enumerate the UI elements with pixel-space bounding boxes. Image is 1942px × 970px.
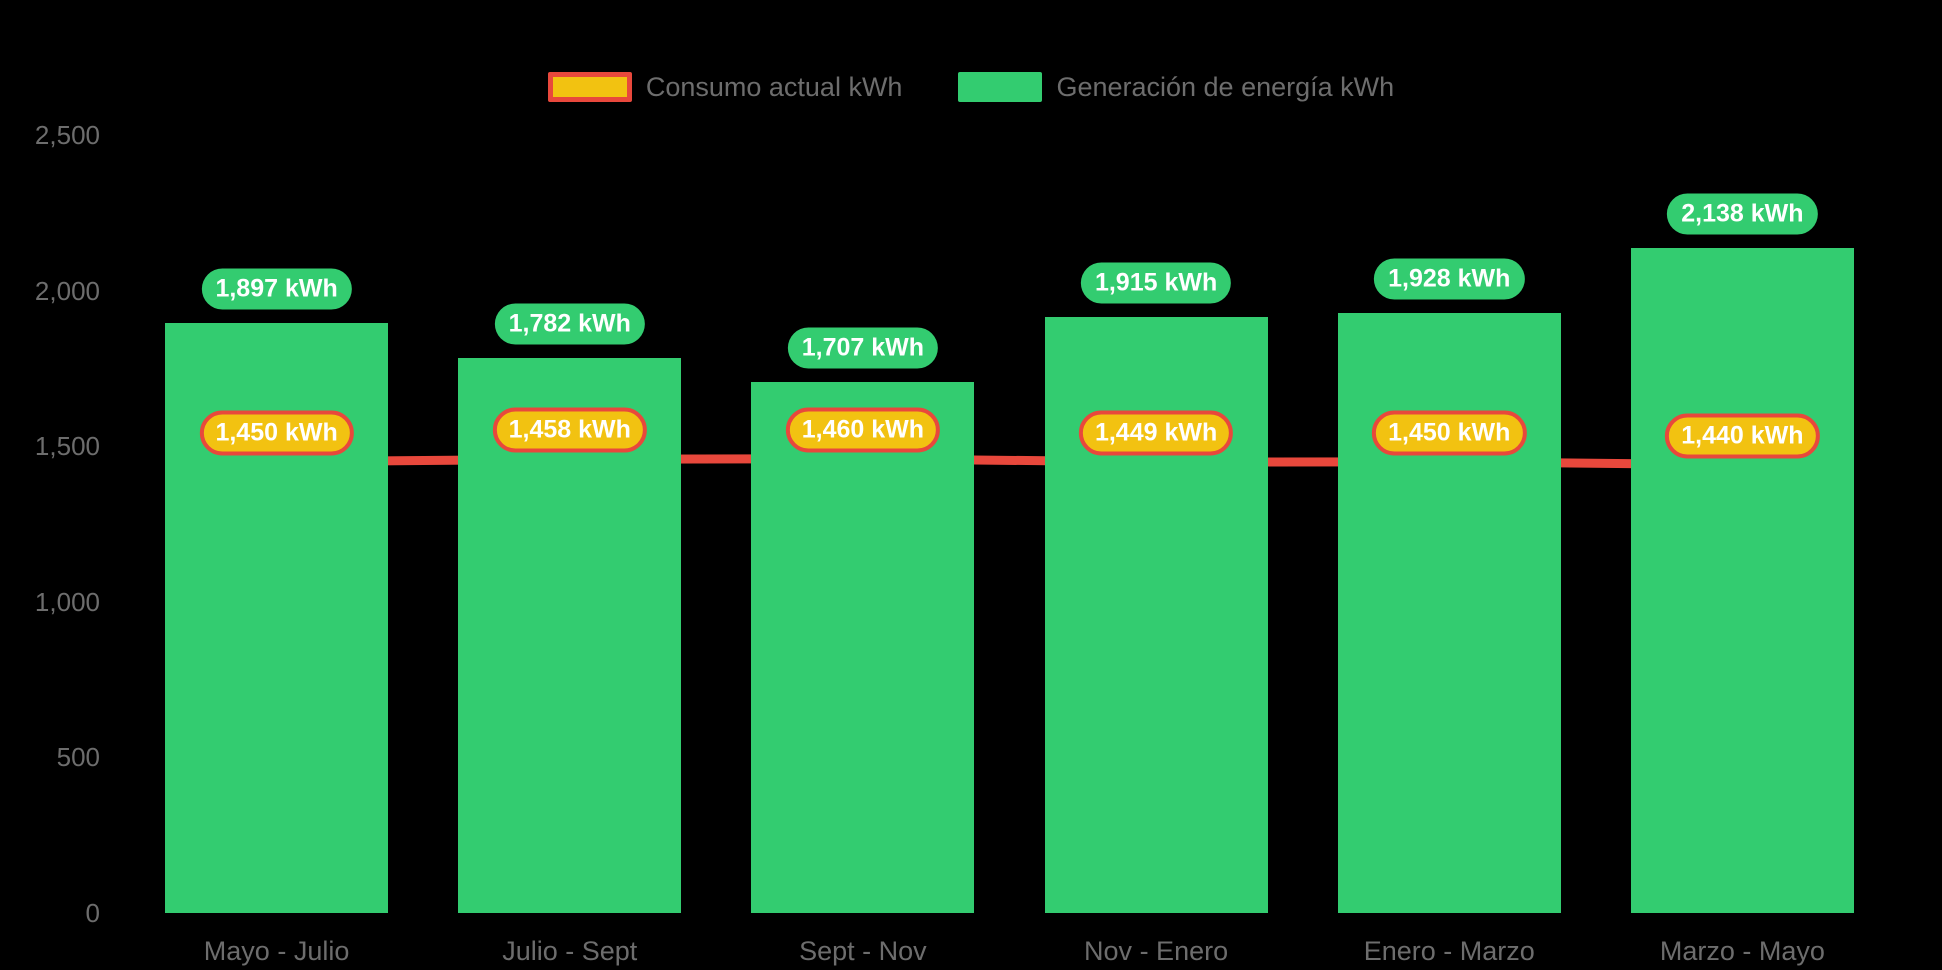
generacion-swatch-icon <box>958 72 1043 102</box>
x-axis-tick-label: Julio - Sept <box>502 936 638 966</box>
generacion-value-label: 1,928 kWh <box>1374 258 1525 300</box>
x-axis-tick-label: Enero - Marzo <box>1363 936 1535 966</box>
consumo-value-label: 1,450 kWh <box>1372 410 1527 456</box>
legend-item-generacion[interactable]: Generación de energía kWh <box>958 72 1394 102</box>
generacion-value-label: 2,138 kWh <box>1667 193 1818 235</box>
consumo-value-label: 1,449 kWh <box>1078 410 1234 456</box>
bar-generacion[interactable] <box>751 381 975 913</box>
bar-generacion[interactable] <box>1630 247 1854 913</box>
legend-label-consumo: Consumo actual kWh <box>645 72 903 102</box>
y-axis-tick-label: 1,500 <box>34 431 100 462</box>
generacion-value-label: 1,915 kWh <box>1080 262 1232 304</box>
y-axis-tick-label: 2,000 <box>34 275 100 306</box>
y-axis-tick-label: 1,000 <box>34 586 100 617</box>
bar-generacion[interactable] <box>1044 317 1268 913</box>
legend-item-consumo[interactable]: Consumo actual kWh <box>547 72 903 102</box>
legend-label-generacion: Generación de energía kWh <box>1056 72 1395 102</box>
x-axis-tick-label: Nov - Enero <box>1084 936 1229 966</box>
y-axis-tick-label: 0 <box>85 898 100 928</box>
consumo-swatch-icon <box>547 72 632 102</box>
bar-generacion[interactable] <box>1337 313 1561 913</box>
generacion-value-label: 1,897 kWh <box>201 268 352 310</box>
x-axis-tick-label: Marzo - Mayo <box>1659 936 1825 966</box>
consumo-value-label: 1,460 kWh <box>785 407 941 453</box>
consumo-value-label: 1,450 kWh <box>199 410 354 456</box>
x-axis-tick-label: Sept - Nov <box>799 936 927 966</box>
generacion-value-label: 1,707 kWh <box>787 327 939 369</box>
consumo-value-label: 1,458 kWh <box>492 407 647 453</box>
y-axis-tick-label: 2,500 <box>34 120 100 150</box>
chart-legend: Consumo actual kWh Generación de energía… <box>0 72 1942 102</box>
x-axis-tick-label: Mayo - Julio <box>203 936 350 966</box>
consumo-value-label: 1,440 kWh <box>1665 413 1820 459</box>
y-axis-tick-label: 500 <box>56 742 100 773</box>
generacion-value-label: 1,782 kWh <box>494 303 645 345</box>
